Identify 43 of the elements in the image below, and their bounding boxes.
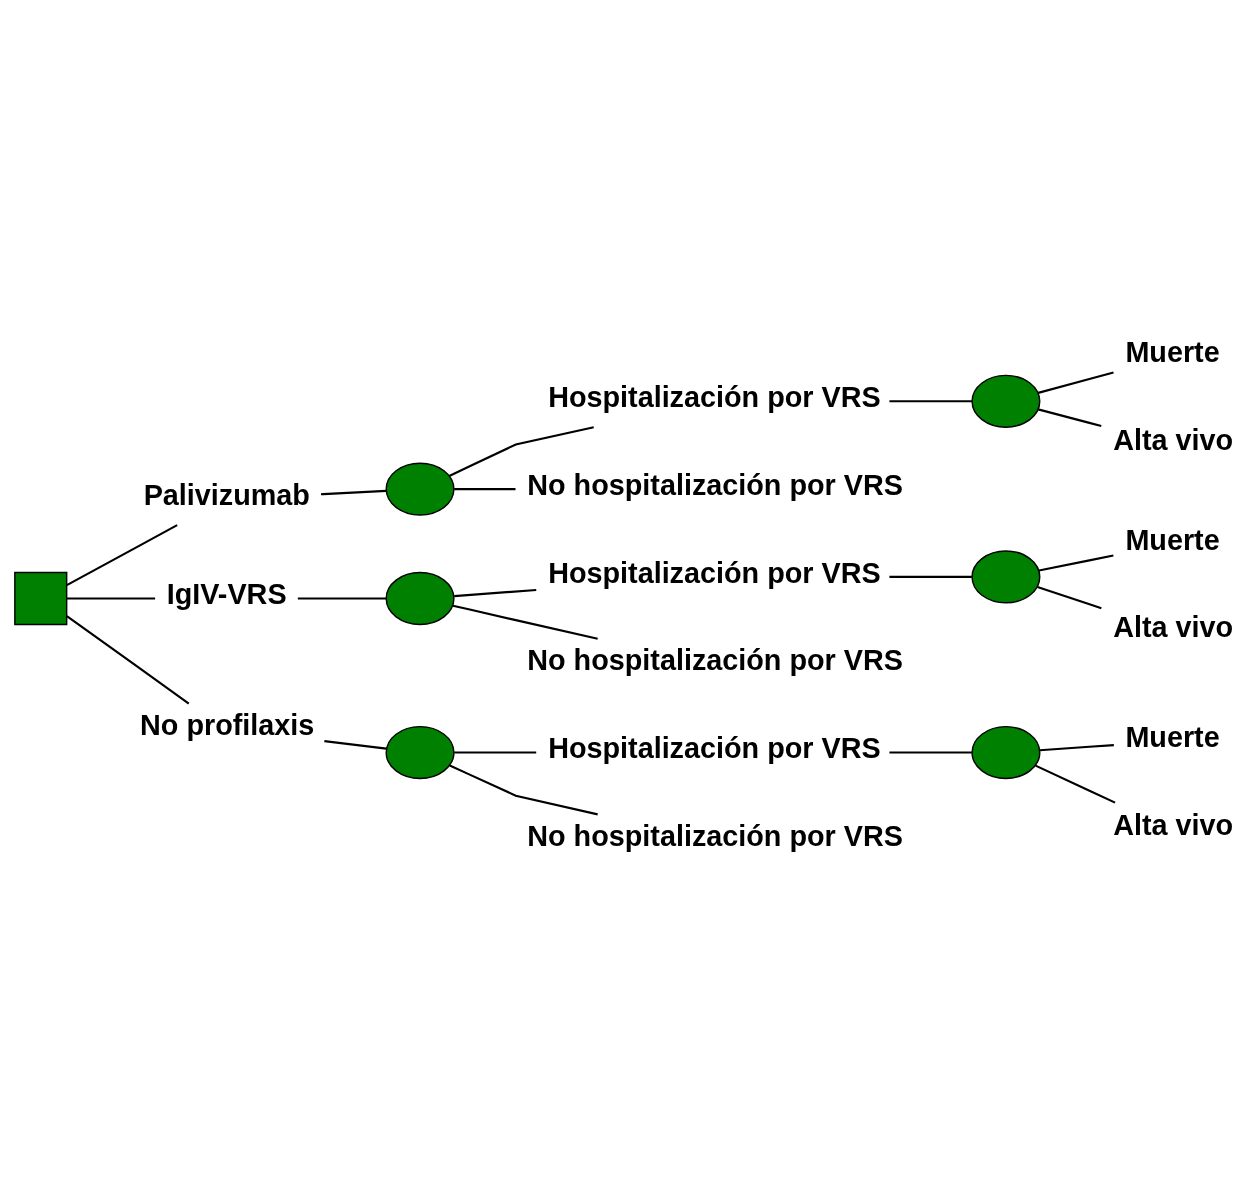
node-text: Muerte	[1125, 720, 1220, 753]
connector	[1039, 743, 1114, 751]
connector	[448, 425, 594, 477]
connector	[1037, 370, 1114, 394]
connector	[320, 489, 387, 495]
connector	[889, 399, 972, 402]
connector	[452, 604, 598, 640]
node-text: No profilaxis	[140, 708, 315, 741]
node-text: Alta vivo	[1113, 808, 1234, 841]
connector	[454, 750, 537, 754]
node-text: No hospitalización por VRS	[527, 468, 903, 501]
node-circle	[385, 725, 455, 779]
node-text: No hospitalización por VRS	[527, 819, 903, 852]
connector	[297, 596, 387, 600]
connector	[66, 596, 156, 600]
node-text: Hospitalización por VRS	[548, 380, 881, 413]
connector	[454, 588, 537, 597]
node-text: Muerte	[1125, 335, 1220, 368]
connector	[454, 487, 516, 490]
node-text: Muerte	[1125, 523, 1220, 556]
connector	[1035, 764, 1116, 804]
connector	[1037, 585, 1102, 609]
connector	[889, 750, 972, 754]
node-circle	[385, 461, 455, 516]
node-text: Hospitalización por VRS	[548, 731, 881, 764]
connector	[1037, 407, 1102, 427]
connector	[449, 764, 598, 815]
connector	[324, 739, 387, 750]
connector	[66, 614, 190, 704]
connector	[1038, 553, 1114, 572]
node-text: Alta vivo	[1113, 423, 1234, 456]
node-circle	[385, 571, 455, 625]
node-circle	[971, 374, 1041, 428]
node-box	[14, 571, 68, 625]
node-text: IgIV-VRS	[166, 577, 287, 610]
node-circle	[971, 549, 1041, 604]
node-circle	[971, 725, 1041, 779]
node-text: Hospitalización por VRS	[548, 556, 881, 589]
node-text: Alta vivo	[1113, 610, 1234, 643]
node-text: No hospitalización por VRS	[527, 643, 903, 676]
connector	[889, 575, 972, 578]
node-text: Palivizumab	[143, 478, 310, 511]
connector	[66, 523, 178, 586]
